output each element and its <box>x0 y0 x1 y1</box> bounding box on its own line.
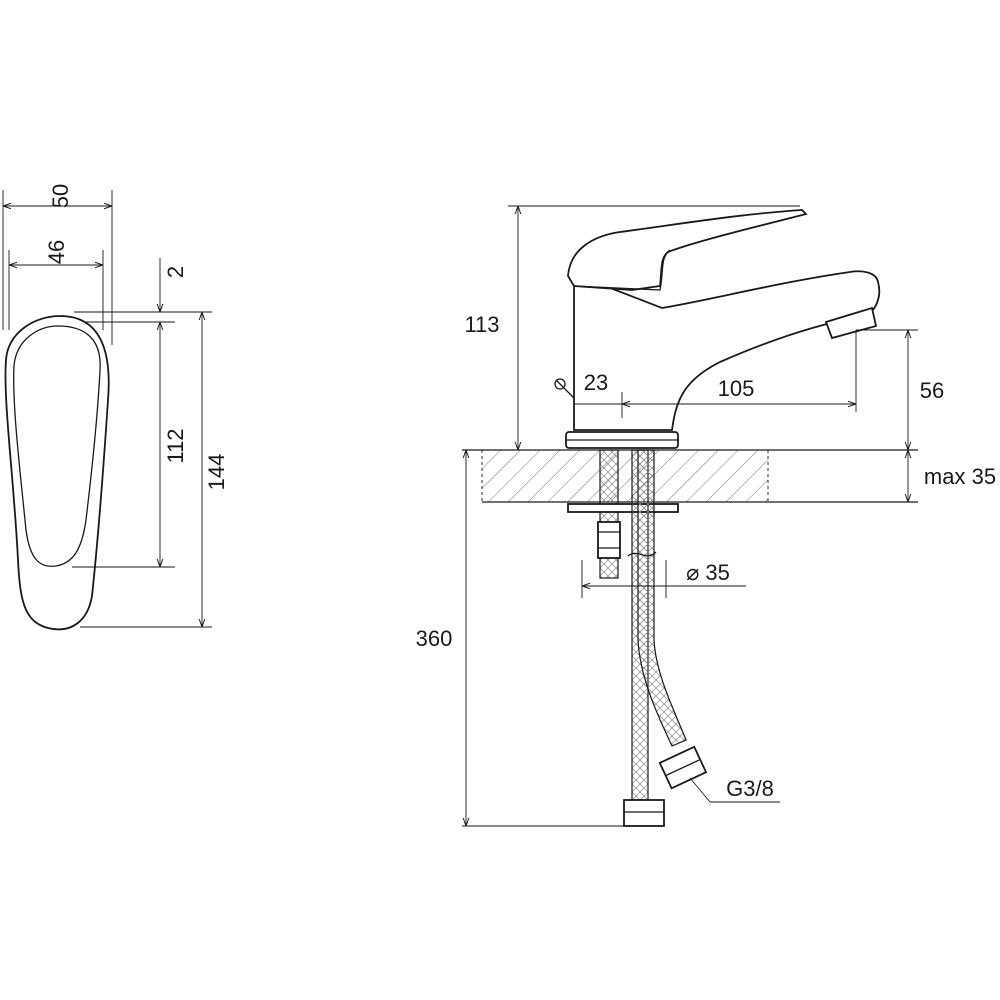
faucet-spout <box>573 270 881 431</box>
fixing-nut <box>597 521 621 559</box>
dim-hose-length-label: 360 <box>416 626 453 651</box>
dim-offset-label: 23 <box>584 370 608 395</box>
fixing-washer <box>567 503 679 513</box>
lever-inner-outline <box>13 325 101 567</box>
dim-width-inner-label: 46 <box>44 240 69 264</box>
front-view: 113 56 max 35 105 23 ⌀ 35 360 G3/8 <box>416 205 996 827</box>
popup-rod-hook <box>554 378 566 390</box>
dim-thread-label: G3/8 <box>726 776 774 801</box>
dim-reach-label: 105 <box>718 376 755 401</box>
dim-hole-diameter-label: ⌀ 35 <box>686 560 730 585</box>
lever-outer-outline <box>4 315 110 631</box>
dim-gap-label: 2 <box>163 266 188 278</box>
countertop-section <box>482 450 768 502</box>
side-view: 50 46 2 112 144 <box>2 184 229 631</box>
dim-countertop-label: max 35 <box>924 464 996 489</box>
dim-width-total-label: 50 <box>48 184 73 208</box>
aerator <box>824 306 878 340</box>
supply-hose-short <box>637 449 687 747</box>
dim-spout-height-label: 56 <box>920 378 944 403</box>
faucet-lever <box>567 209 808 291</box>
dim-lever-height-label: 112 <box>163 428 188 463</box>
dim-height-label: 113 <box>464 312 499 337</box>
dim-total-height-label: 144 <box>204 454 229 491</box>
hose-fitting-left <box>623 799 665 827</box>
